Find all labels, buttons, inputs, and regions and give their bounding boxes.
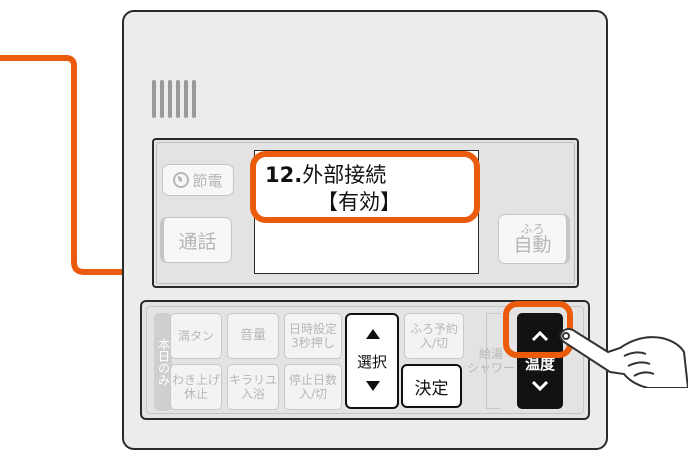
call-button[interactable]: 通話 [160, 217, 232, 263]
temperature-label: 温度 [524, 355, 555, 373]
kirari-bath-button[interactable]: キラリユ 入浴 [227, 364, 279, 410]
supply-shower-label: 給湯 シャワー [466, 347, 515, 375]
speaker-slot [160, 80, 164, 118]
energy-saving-button[interactable]: 節電 [162, 164, 234, 196]
speaker-slot [168, 80, 172, 118]
speaker-slot [152, 80, 156, 118]
menu-value: 【有効】 [317, 190, 401, 214]
display-highlight [250, 151, 480, 223]
upper-panel-inner [156, 142, 575, 284]
pointing-hand-icon [559, 328, 688, 388]
menu-title: 外部接続 [302, 163, 387, 187]
call-label: 通話 [178, 230, 217, 253]
auto-bath-button[interactable]: ふろ 自動 [498, 214, 570, 264]
today-only-tab: 本日のみ [154, 313, 172, 411]
lcd-display: 12.外部接続 【有効】 [254, 150, 479, 274]
confirm-button[interactable]: 決定 [401, 364, 462, 408]
reheat-pause-button[interactable]: わき上げ 休止 [170, 364, 222, 410]
leaf-icon [173, 172, 190, 188]
fill-tank-button[interactable]: 満タン [170, 313, 222, 359]
auto-bath-small-label: ふろ [520, 221, 545, 236]
lower-panel-inner [146, 306, 584, 414]
speaker-slot [184, 80, 188, 118]
speaker-slot [176, 80, 180, 118]
auto-bath-label: 自動 [513, 233, 552, 256]
datetime-set-button[interactable]: 日時設定 3秒押し [284, 313, 342, 359]
triangle-down-icon[interactable] [366, 381, 380, 391]
energy-saving-label: 節電 [192, 171, 223, 190]
chevron-up-icon[interactable] [530, 329, 550, 343]
temperature-button-group: 温度 [517, 313, 563, 409]
stop-days-button[interactable]: 停止日数 入/切 [284, 364, 342, 410]
triangle-up-icon[interactable] [366, 329, 380, 339]
chevron-down-icon[interactable] [530, 379, 550, 393]
bath-timer-button[interactable]: ふろ予約 入/切 [404, 313, 464, 359]
speaker-slot [192, 80, 196, 118]
supply-shower-bracket [486, 313, 500, 409]
select-label: 選択 [356, 353, 387, 371]
menu-number: 12. [265, 163, 303, 187]
select-pad: 選択 [345, 313, 399, 409]
volume-button[interactable]: 音量 [227, 313, 279, 359]
